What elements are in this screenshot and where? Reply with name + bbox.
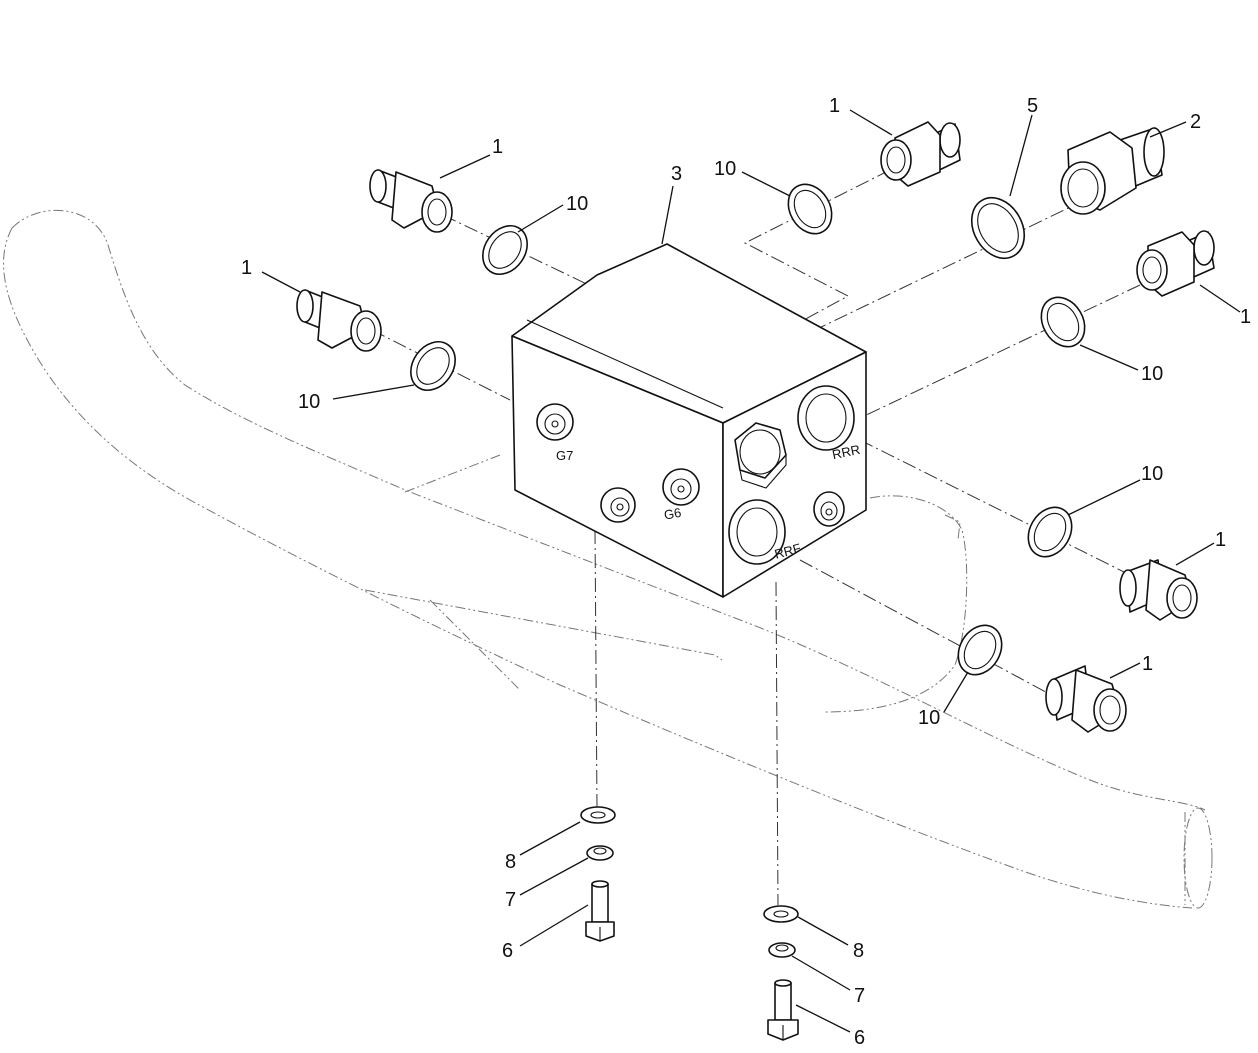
callout-fitting-right-lower: 1: [1142, 653, 1153, 675]
hydraulic-fitting: [1045, 665, 1127, 733]
callout-fitting-upper-left: 1: [492, 136, 503, 158]
port-g6: [662, 468, 700, 506]
callout-lockwasher-right: 7: [854, 985, 865, 1007]
flat-washer: [763, 905, 799, 923]
hex-bolt: [585, 880, 615, 942]
port-g7: [536, 403, 574, 441]
callout-oring-upper-left: 10: [566, 193, 588, 215]
callout-fitting-right-middle: 1: [1215, 529, 1226, 551]
port-plug-lower: [600, 487, 636, 523]
port-label-rrr: RRR: [831, 442, 862, 463]
hex-plug: [734, 422, 787, 489]
flat-washer: [580, 806, 616, 824]
hex-bolt: [767, 979, 799, 1041]
port-rrf: [728, 499, 786, 565]
frame-phantom-outline: [3, 209, 1213, 909]
o-ring: [1040, 296, 1086, 348]
callout-oring-large: 5: [1027, 95, 1038, 117]
callout-lockwasher-left: 7: [505, 889, 516, 911]
callout-leaders: [261, 109, 1241, 1033]
port-plug-right: [813, 491, 845, 527]
port-rrr: [797, 385, 855, 451]
large-hydraulic-fitting: [1060, 127, 1165, 215]
callout-washer-right: 8: [853, 940, 864, 962]
o-ring: [957, 624, 1003, 676]
port-label-rrf: RRF: [773, 540, 803, 561]
large-o-ring: [970, 197, 1026, 259]
hydraulic-fitting: [880, 121, 961, 187]
hydraulic-fitting: [296, 289, 382, 352]
callout-oring-top-center: 10: [714, 158, 736, 180]
callout-bolt-right: 6: [854, 1027, 865, 1049]
callout-oring-right-middle: 10: [1141, 463, 1163, 485]
o-ring: [787, 183, 833, 235]
hydraulic-fitting: [1119, 559, 1198, 621]
callout-fitting-right-upper: 1: [1240, 306, 1251, 328]
lock-washer: [586, 845, 614, 861]
callout-fitting-top-center: 1: [829, 95, 840, 117]
callout-fitting-large: 2: [1190, 111, 1201, 133]
callout-manifold-block: 3: [671, 163, 682, 185]
callout-oring-left: 10: [298, 391, 320, 413]
hydraulic-fitting: [1136, 230, 1215, 297]
o-ring: [482, 225, 528, 275]
lock-washer: [768, 942, 796, 958]
callout-oring-right-upper: 10: [1141, 363, 1163, 385]
o-ring: [410, 341, 456, 391]
port-label-g7: G7: [556, 448, 573, 463]
port-label-g6: G6: [663, 505, 683, 523]
callout-oring-right-lower: 10: [918, 707, 940, 729]
o-ring: [1027, 506, 1073, 558]
callout-washer-left: 8: [505, 851, 516, 873]
callout-fitting-left: 1: [241, 257, 252, 279]
callout-bolt-left: 6: [502, 940, 513, 962]
hydraulic-fitting: [369, 169, 453, 233]
